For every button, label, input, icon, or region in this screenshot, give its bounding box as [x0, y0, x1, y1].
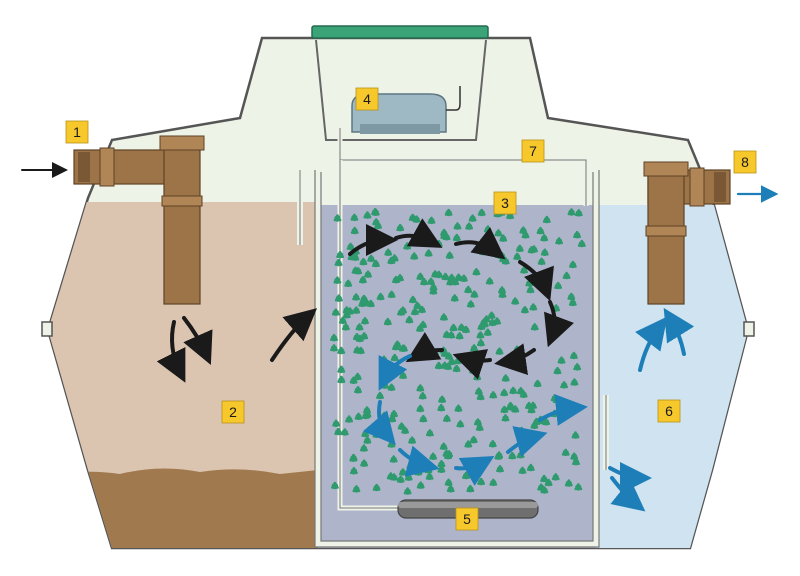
label-8-text: 8	[741, 154, 749, 170]
label-4: 4	[355, 87, 379, 111]
label-7: 7	[521, 139, 545, 163]
rise-arrow-a	[635, 316, 668, 372]
label-2: 2	[221, 400, 245, 424]
outflow-arrow-a	[608, 461, 652, 494]
transfer-arrow	[270, 308, 318, 362]
label-4-text: 4	[363, 91, 371, 107]
circ-arrow-3	[454, 227, 506, 260]
circ-arrow-4	[518, 260, 554, 302]
label-7-text: 7	[529, 143, 537, 159]
rise-arrow-b	[663, 307, 695, 356]
inlet-pipe	[73, 135, 205, 305]
circ-arrow-6	[494, 343, 536, 376]
blue-arrow-4	[454, 456, 495, 486]
settle-arrow-b	[182, 316, 213, 365]
circ-arrow-5	[544, 300, 574, 348]
blue-arrow-6	[538, 394, 588, 426]
label-1: 1	[65, 120, 89, 144]
circ-arrow-1	[348, 224, 398, 257]
circ-arrow-2	[394, 218, 443, 248]
flow-arrows	[21, 162, 779, 512]
label-3-text: 3	[501, 195, 509, 211]
blue-arrow-5	[506, 426, 548, 457]
blue-arrow-3	[398, 445, 440, 477]
outlet-pipe	[643, 161, 731, 305]
label-8: 8	[733, 150, 757, 174]
label-6-text: 6	[665, 403, 673, 419]
label-5: 5	[455, 507, 479, 531]
label-6: 6	[657, 399, 681, 423]
access-lid	[311, 25, 489, 39]
blue-arrow-2	[362, 400, 396, 446]
bio-chamber-walls	[315, 170, 599, 547]
label-5-text: 5	[463, 511, 471, 527]
label-3: 3	[493, 191, 517, 215]
outflow-arrow-b	[610, 476, 646, 512]
label-2-text: 2	[229, 404, 237, 420]
sludge-layer	[48, 468, 318, 548]
circ-arrow-7	[452, 349, 492, 380]
label-1-text: 1	[73, 124, 81, 140]
settle-arrow-a	[156, 320, 186, 383]
blue-arrow-1	[378, 354, 412, 391]
air-supply-line	[337, 128, 589, 511]
circ-arrow-8	[405, 331, 444, 363]
